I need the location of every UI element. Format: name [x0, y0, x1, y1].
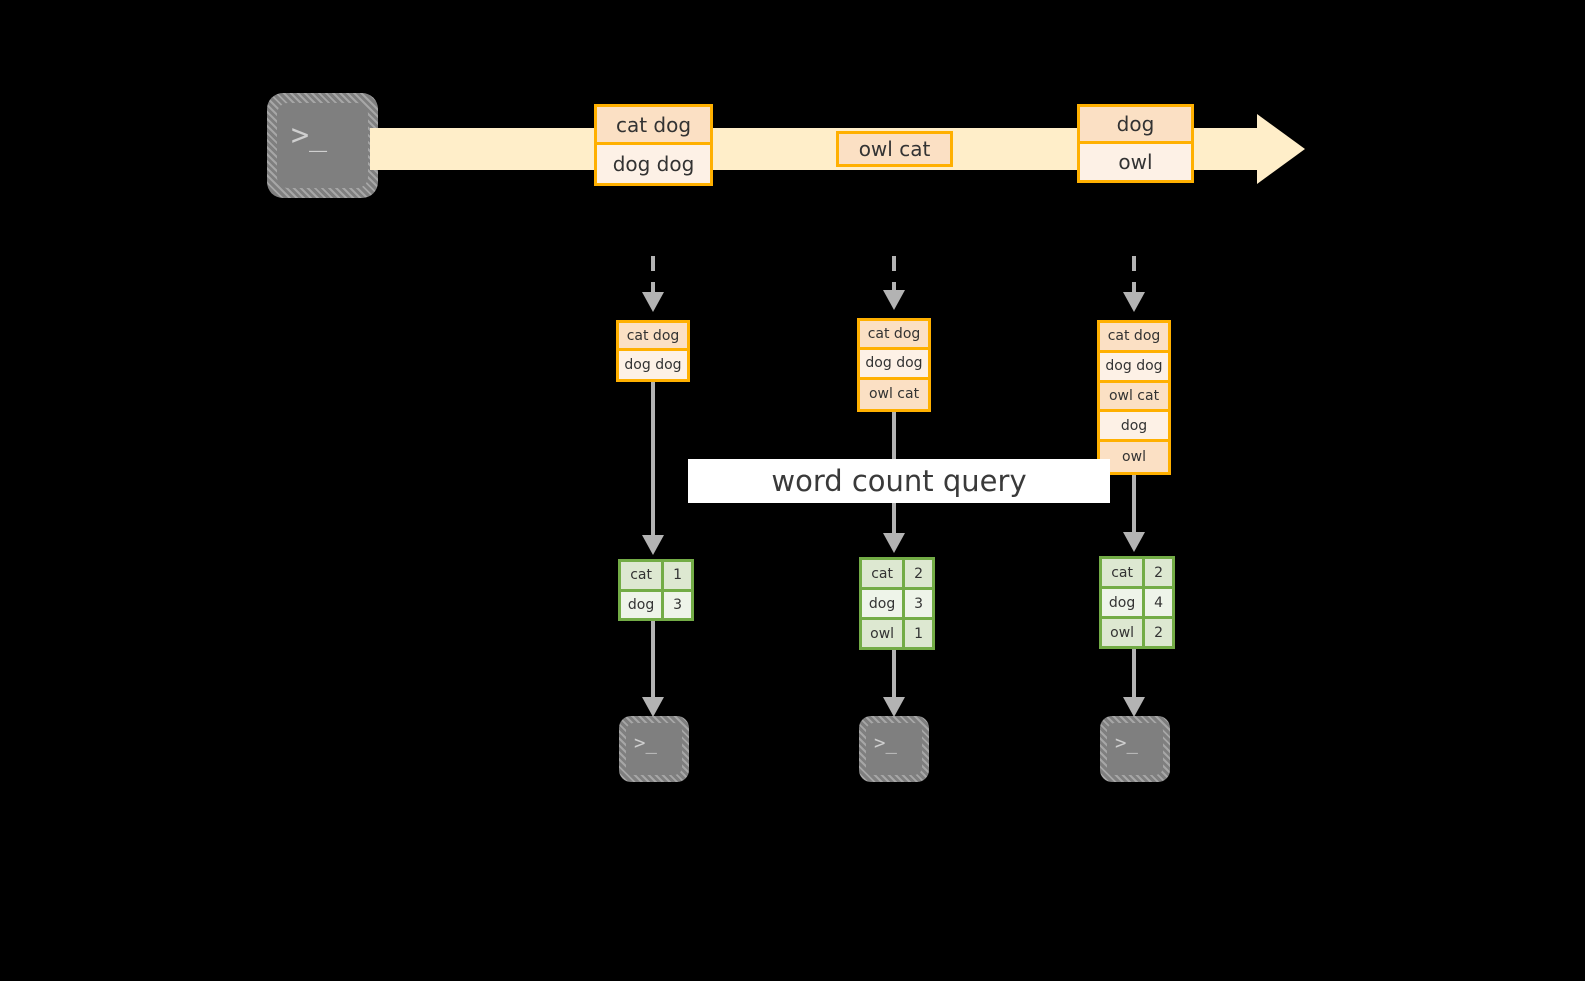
query-arrow-head-3 [1123, 532, 1145, 552]
result-word-cell: cat [862, 560, 906, 587]
accumulated-records-1: cat dog dog dog [616, 320, 690, 382]
table-row: owl 2 [1102, 619, 1172, 646]
result-count-cell: 1 [664, 562, 691, 589]
sink-terminal-screen [866, 723, 922, 775]
source-terminal-prompt-glyph: >_ [291, 118, 328, 153]
table-row: cat 1 [621, 562, 691, 592]
result-word-cell: owl [1102, 619, 1146, 646]
sink-terminal-icon-2: >_ [859, 716, 929, 782]
stream-record-row: dog [1080, 107, 1191, 144]
sink-arrow-head-3 [1123, 697, 1145, 717]
table-row: dog 3 [621, 591, 691, 618]
accumulated-record-row: cat dog [860, 321, 928, 351]
sink-arrow-head-1 [642, 697, 664, 717]
table-row: cat 2 [862, 560, 932, 590]
trigger-arrow-head-2 [883, 290, 905, 310]
query-label: word count query [688, 459, 1110, 503]
stream-record-row: cat dog [597, 107, 710, 145]
result-count-cell: 3 [664, 591, 691, 618]
result-word-cell: cat [1102, 559, 1146, 586]
accumulated-record-row: owl [1100, 442, 1168, 472]
accumulated-records-2: cat dog dog dog owl cat [857, 318, 931, 412]
accumulated-record-row: dog dog [1100, 352, 1168, 383]
result-count-cell: 1 [905, 620, 932, 647]
sink-terminal-icon-3: >_ [1100, 716, 1170, 782]
source-terminal-icon: >_ [267, 93, 378, 198]
table-row: cat 2 [1102, 559, 1172, 589]
accumulated-record-row: owl cat [860, 379, 928, 409]
sink-terminal-screen [1107, 723, 1163, 775]
sink-terminal-icon-1: >_ [619, 716, 689, 782]
stream-record-row: dog dog [597, 145, 710, 183]
sink-terminal-prompt-glyph: >_ [634, 732, 657, 754]
result-count-cell: 3 [905, 590, 932, 617]
stream-record-group-2: owl cat [836, 131, 953, 167]
sink-arrow-head-2 [883, 697, 905, 717]
sink-arrow-shaft-3 [1132, 649, 1136, 697]
result-count-cell: 2 [1145, 559, 1172, 586]
accumulated-record-row: cat dog [1100, 323, 1168, 353]
trigger-arrow-head-3 [1123, 292, 1145, 312]
result-word-cell: dog [1102, 589, 1146, 616]
trigger-arrow-shaft-1 [651, 256, 655, 292]
trigger-arrow-shaft-3 [1132, 256, 1136, 292]
result-count-cell: 2 [905, 560, 932, 587]
trigger-arrow-head-1 [642, 292, 664, 312]
accumulated-record-row: owl cat [1100, 382, 1168, 413]
sink-terminal-prompt-glyph: >_ [1115, 732, 1138, 754]
stream-record-row: owl [1080, 143, 1191, 180]
result-count-cell: 2 [1145, 619, 1172, 646]
trigger-arrow-shaft-2 [892, 256, 896, 290]
sink-terminal-prompt-glyph: >_ [874, 732, 897, 754]
stream-record-group-3: dog owl [1077, 104, 1194, 183]
query-arrow-shaft-3 [1132, 475, 1136, 532]
result-count-cell: 4 [1145, 589, 1172, 616]
result-table-3: cat 2 dog 4 owl 2 [1099, 556, 1175, 649]
table-row: owl 1 [862, 620, 932, 647]
result-table-2: cat 2 dog 3 owl 1 [859, 557, 935, 650]
result-word-cell: dog [621, 591, 665, 618]
stream-arrow-head [1257, 114, 1305, 184]
accumulated-record-row: dog [1100, 412, 1168, 443]
query-arrow-shaft-1 [651, 382, 655, 535]
result-word-cell: owl [862, 620, 906, 647]
stream-record-row: owl cat [839, 134, 950, 164]
accumulated-record-row: dog dog [619, 351, 687, 379]
accumulated-record-row: dog dog [860, 350, 928, 380]
result-word-cell: cat [621, 562, 665, 589]
table-row: dog 3 [862, 590, 932, 620]
sink-terminal-screen [626, 723, 682, 775]
sink-arrow-shaft-1 [651, 621, 655, 697]
accumulated-record-row: cat dog [619, 323, 687, 351]
accumulated-records-3: cat dog dog dog owl cat dog owl [1097, 320, 1171, 475]
query-arrow-head-1 [642, 535, 664, 555]
source-terminal-screen [277, 103, 368, 188]
result-word-cell: dog [862, 590, 906, 617]
query-arrow-head-2 [883, 533, 905, 553]
stream-record-group-1: cat dog dog dog [594, 104, 713, 186]
table-row: dog 4 [1102, 589, 1172, 619]
result-table-1: cat 1 dog 3 [618, 559, 694, 621]
sink-arrow-shaft-2 [892, 650, 896, 697]
